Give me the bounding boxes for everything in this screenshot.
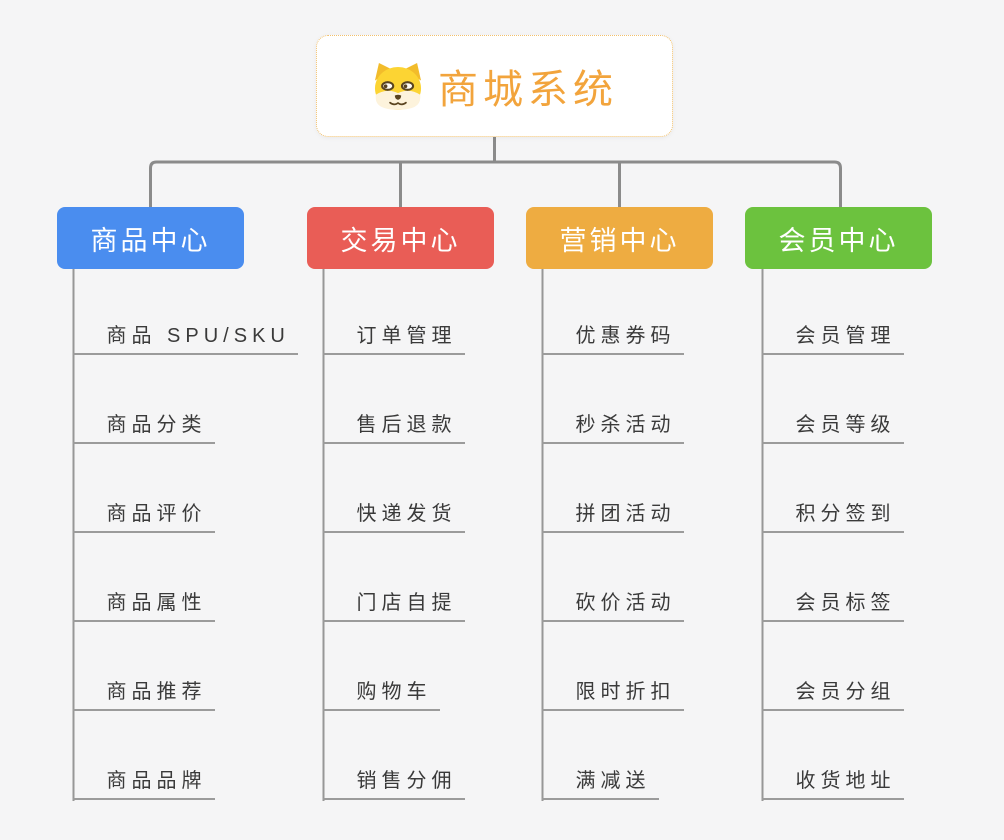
- item-label: 快递发货: [322, 497, 465, 533]
- mindmap-item[interactable]: 商品评价: [72, 444, 298, 533]
- mindmap-item[interactable]: 会员分组: [761, 622, 904, 711]
- item-label: 商品推荐: [72, 675, 215, 711]
- mindmap-item[interactable]: 优惠券码: [541, 266, 684, 355]
- item-label: 商品评价: [72, 497, 215, 533]
- item-label: 商品品牌: [72, 764, 215, 800]
- branch-head-label: 交易中心: [340, 225, 461, 256]
- item-label: 门店自提: [322, 586, 465, 622]
- mindmap-item[interactable]: 会员标签: [761, 533, 904, 622]
- item-label: 砍价活动: [541, 586, 684, 622]
- mindmap-item[interactable]: 会员管理: [761, 266, 904, 355]
- mindmap-item[interactable]: 满减送: [541, 711, 684, 800]
- item-label: 优惠券码: [541, 319, 684, 355]
- branch-items-member-center: 会员管理 会员等级 积分签到 会员标签 会员分组 收货地址: [761, 266, 904, 800]
- root-node[interactable]: 商城系统: [316, 35, 673, 137]
- item-label: 满减送: [541, 764, 659, 800]
- mindmap-item[interactable]: 收货地址: [761, 711, 904, 800]
- branch-head-label: 会员中心: [778, 225, 899, 256]
- item-label: 限时折扣: [541, 675, 684, 711]
- item-label: 商品 SPU/SKU: [72, 319, 298, 355]
- mindmap-item[interactable]: 砍价活动: [541, 533, 684, 622]
- item-label: 会员标签: [761, 586, 904, 622]
- mindmap-item[interactable]: 销售分佣: [322, 711, 465, 800]
- mindmap-item[interactable]: 订单管理: [322, 266, 465, 355]
- item-label: 秒杀活动: [541, 408, 684, 444]
- mindmap-item[interactable]: 门店自提: [322, 533, 465, 622]
- mindmap-item[interactable]: 商品推荐: [72, 622, 298, 711]
- branch-head-product-center[interactable]: 商品中心: [57, 207, 244, 269]
- branch-head-marketing-center[interactable]: 营销中心: [526, 207, 713, 269]
- mindmap-item[interactable]: 拼团活动: [541, 444, 684, 533]
- item-label: 会员等级: [761, 408, 904, 444]
- branch-head-label: 商品中心: [90, 225, 211, 256]
- mindmap-item[interactable]: 快递发货: [322, 444, 465, 533]
- doge-icon: [371, 61, 425, 111]
- mindmap-item[interactable]: 售后退款: [322, 355, 465, 444]
- item-label: 销售分佣: [322, 764, 465, 800]
- mindmap-item[interactable]: 商品属性: [72, 533, 298, 622]
- item-label: 订单管理: [322, 319, 465, 355]
- item-label: 商品属性: [72, 586, 215, 622]
- branch-head-label: 营销中心: [559, 225, 680, 256]
- mindmap-item[interactable]: 商品 SPU/SKU: [72, 266, 298, 355]
- item-label: 会员管理: [761, 319, 904, 355]
- item-label: 积分签到: [761, 497, 904, 533]
- item-label: 收货地址: [761, 764, 904, 800]
- mindmap-item[interactable]: 会员等级: [761, 355, 904, 444]
- item-label: 会员分组: [761, 675, 904, 711]
- item-label: 购物车: [322, 675, 440, 711]
- branch-head-member-center[interactable]: 会员中心: [745, 207, 932, 269]
- mindmap-item[interactable]: 购物车: [322, 622, 465, 711]
- branch-head-trade-center[interactable]: 交易中心: [307, 207, 494, 269]
- item-label: 拼团活动: [541, 497, 684, 533]
- branch-items-marketing-center: 优惠券码 秒杀活动 拼团活动 砍价活动 限时折扣 满减送: [541, 266, 684, 800]
- root-title: 商城系统: [438, 68, 618, 112]
- mindmap-item[interactable]: 秒杀活动: [541, 355, 684, 444]
- item-label: 售后退款: [322, 408, 465, 444]
- item-label: 商品分类: [72, 408, 215, 444]
- mindmap-item[interactable]: 积分签到: [761, 444, 904, 533]
- branch-items-product-center: 商品 SPU/SKU 商品分类 商品评价 商品属性 商品推荐 商品品牌: [72, 266, 298, 800]
- mindmap-item[interactable]: 限时折扣: [541, 622, 684, 711]
- mindmap-item[interactable]: 商品品牌: [72, 711, 298, 800]
- mindmap-item[interactable]: 商品分类: [72, 355, 298, 444]
- branch-items-trade-center: 订单管理 售后退款 快递发货 门店自提 购物车 销售分佣: [322, 266, 465, 800]
